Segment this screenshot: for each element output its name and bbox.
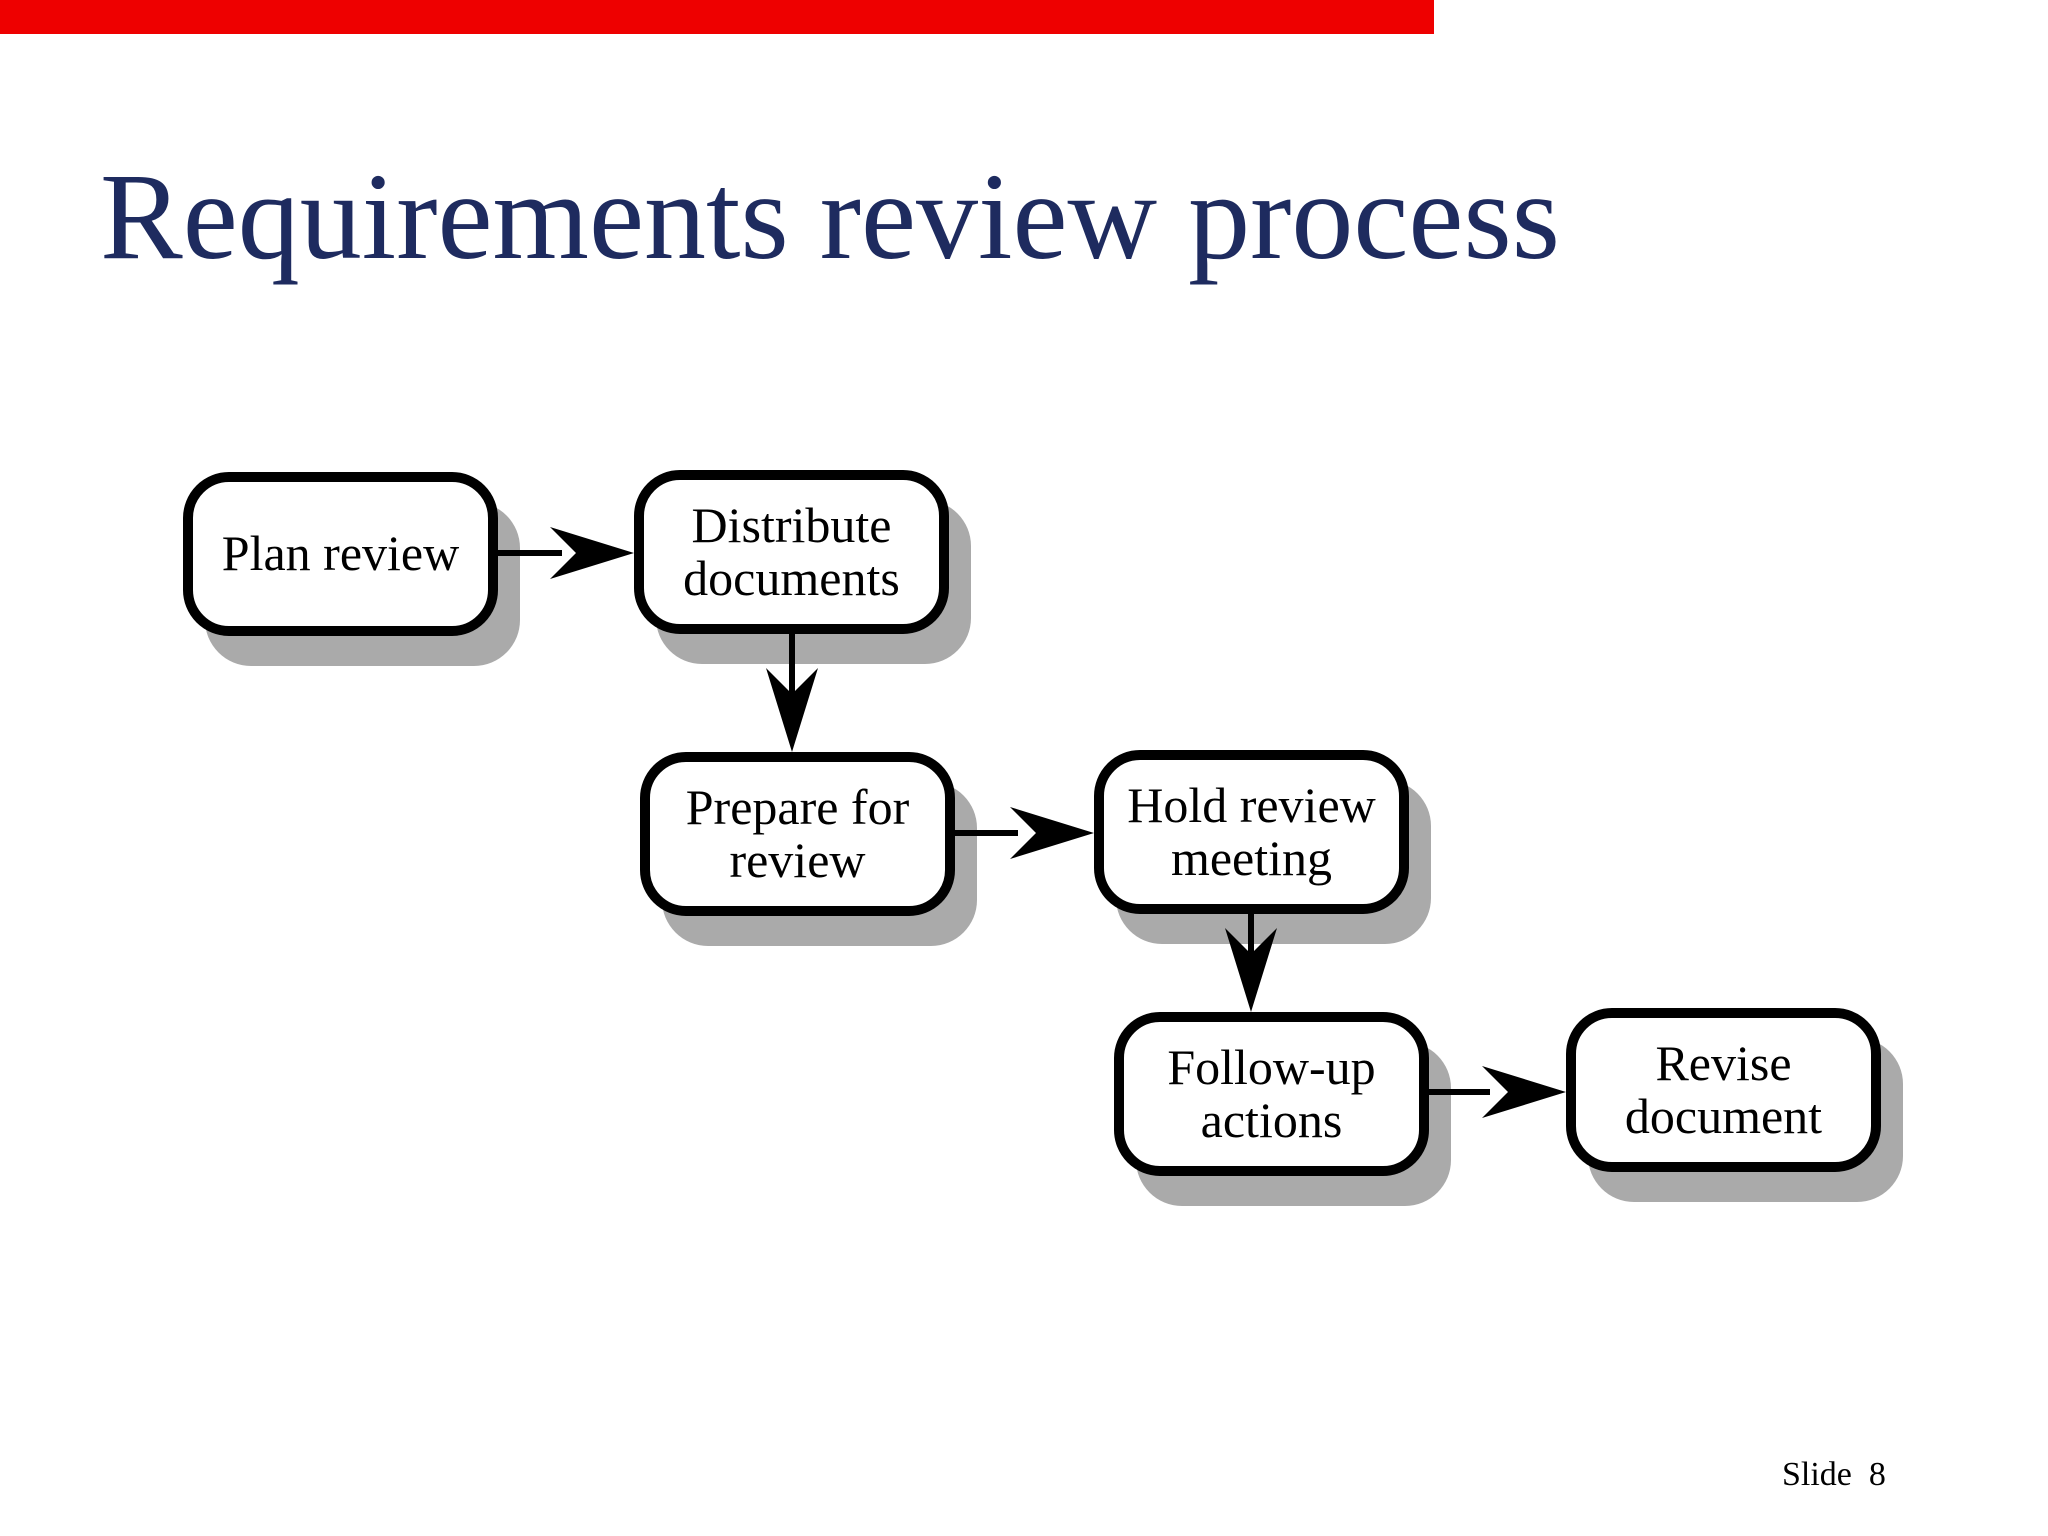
arrow-prepare-to-hold: [955, 807, 1094, 859]
node-follow-up-actions: Follow-up actions: [1114, 1012, 1429, 1176]
slide-title: Requirements review process: [100, 148, 1560, 285]
arrow-followup-to-revise: [1429, 1066, 1566, 1118]
arrow-plan-to-distribute: [498, 527, 634, 579]
node-revise-document: Revise document: [1566, 1008, 1881, 1172]
node-plan-review: Plan review: [183, 472, 498, 636]
node-prepare-for-review: Prepare for review: [640, 752, 955, 916]
node-hold-review-meeting: Hold review meeting: [1094, 750, 1409, 914]
arrow-distribute-to-prepare: [766, 634, 818, 752]
arrow-hold-to-followup: [1225, 914, 1277, 1012]
node-distribute-documents: Distribute documents: [634, 470, 949, 634]
accent-bar: [0, 0, 1434, 34]
slide-number: Slide 8: [1782, 1456, 1886, 1493]
